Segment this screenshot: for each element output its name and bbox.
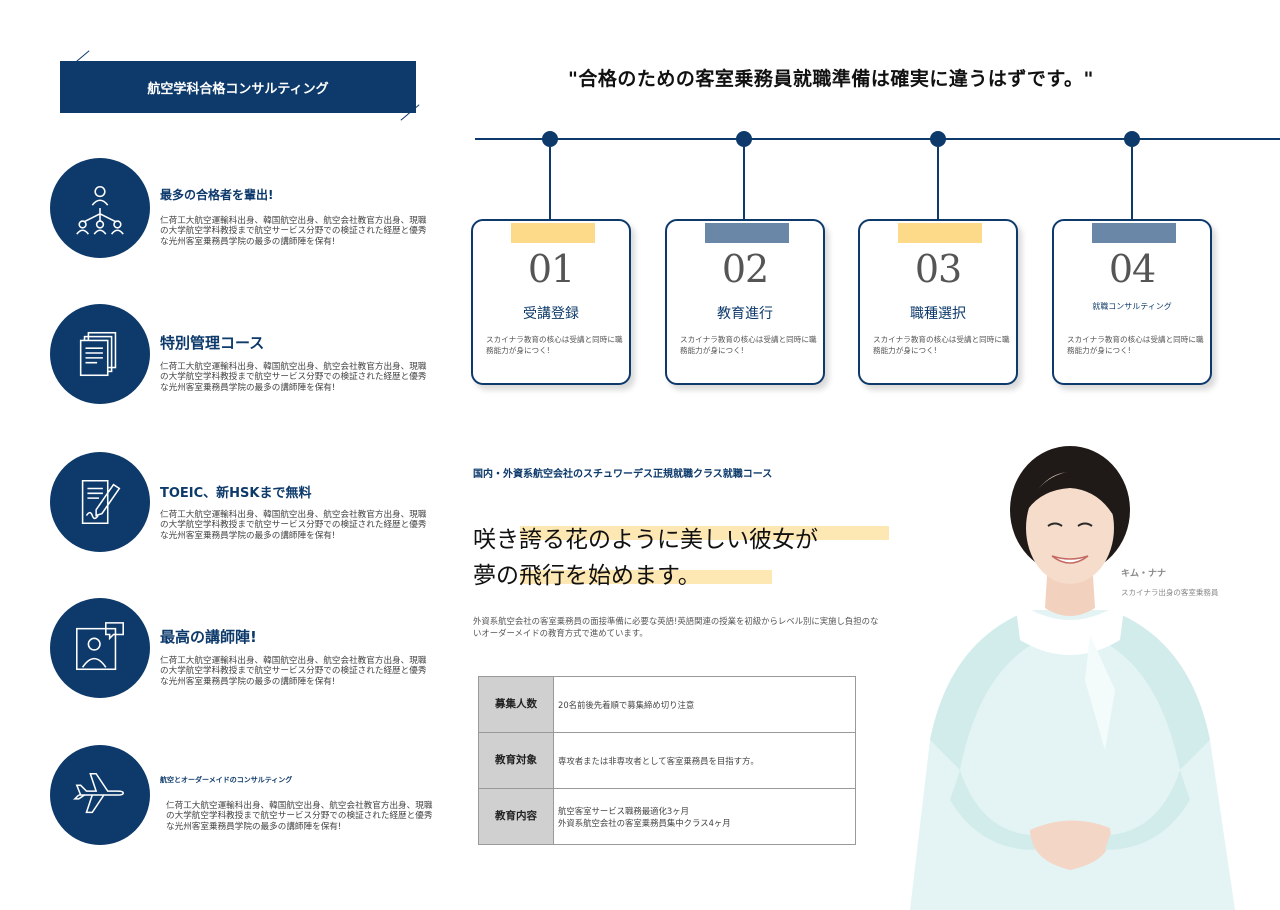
feature-desc: 仁荷工大航空運輸科出身、韓国航空出身、航空会社教官方出身、現職の大学航空学科教授… (160, 656, 427, 687)
table-value-line: 外資系航空会社の客室乗務員集中クラス4ヶ月 (558, 817, 731, 828)
feature-free-exams: TOEIC、新HSKまで無料 仁荷工大航空運輸科出身、韓国航空出身、航空会社教官… (50, 452, 430, 552)
headline-highlight (520, 570, 772, 584)
banner-title: 航空学科合格コンサルティング (60, 61, 416, 113)
headline-highlight (520, 526, 889, 540)
step-desc: スカイナラ教育の核心は受講と同時に職務能力が身につく! (680, 335, 817, 355)
table-value: 専攻者または非専攻者として客室乗務員を目指す方。 (553, 732, 856, 789)
step-card: 01 受講登録 スカイナラ教育の核心は受講と同時に職務能力が身につく! (471, 219, 631, 385)
feature-title: 航空とオーダーメイドのコンサルティング (160, 776, 293, 784)
feature-desc: 仁荷工大航空運輸科出身、韓国航空出身、航空会社教官方出身、現職の大学航空学科教授… (166, 801, 433, 832)
feature-title: 最多の合格者を輩出! (160, 188, 274, 202)
documents-icon (50, 304, 150, 404)
feature-title: 特別管理コース (160, 334, 265, 352)
step-title: 職種選択 (910, 306, 966, 322)
timeline-stem (549, 147, 551, 219)
feature-desc: 仁荷工大航空運輸科出身、韓国航空出身、航空会社教官方出身、現職の大学航空学科教授… (160, 510, 427, 541)
table-label: 募集人数 (478, 676, 554, 733)
profile-role: スカイナラ出身の客室乗務員 (1121, 588, 1219, 597)
timeline-dot (542, 131, 558, 147)
table-value: 航空客室サービス職務最適化3ヶ月 外資系航空会社の客室乗務員集中クラス4ヶ月 (553, 788, 856, 845)
step-tag (1092, 223, 1176, 243)
timeline-line (475, 138, 1280, 140)
profile-name: キム・ナナ (1121, 569, 1167, 579)
feature-title: TOEIC、新HSKまで無料 (160, 486, 312, 501)
step-title: 受講登録 (523, 306, 579, 322)
step-card: 03 職種選択 スカイナラ教育の核心は受講と同時に職務能力が身につく! (858, 219, 1018, 385)
step-card: 02 教育進行 スカイナラ教育の核心は受講と同時に職務能力が身につく! (665, 219, 825, 385)
course-info-table: 募集人数 20名前後先着順で募集締め切り注意 教育対象 専攻者または非専攻者とし… (478, 676, 856, 845)
course-banner: 航空学科合格コンサルティング (50, 50, 426, 122)
course-subtitle: 国内・外資系航空会社のスチュワーデス正規就職クラス就職コース (473, 469, 773, 480)
people-network-icon (50, 158, 150, 258)
step-title: 教育進行 (717, 306, 773, 322)
timeline-dot (736, 131, 752, 147)
feature-consulting: 航空とオーダーメイドのコンサルティング 仁荷工大航空運輸科出身、韓国航空出身、航… (50, 745, 432, 845)
timeline-dot (930, 131, 946, 147)
page-headline: "合格のための客室乗務員就職準備は確実に違うはずです。" (568, 68, 1094, 90)
course-intro: 外資系航空会社の客室乗務員の面接準備に必要な英語!英語関連の授業を初級からレベル… (473, 616, 879, 638)
step-number: 04 (1108, 247, 1156, 291)
step-desc: スカイナラ教育の核心は受講と同時に職務能力が身につく! (486, 335, 623, 355)
feature-desc: 仁荷工大航空運輸科出身、韓国航空出身、航空会社教官方出身、現職の大学航空学科教授… (160, 362, 427, 393)
timeline-stem (937, 147, 939, 219)
timeline-stem (1131, 147, 1133, 219)
timeline-stem (743, 147, 745, 219)
table-label: 教育内容 (478, 788, 554, 845)
step-tag (898, 223, 982, 243)
feature-desc: 仁荷工大航空運輸科出身、韓国航空出身、航空会社教官方出身、現職の大学航空学科教授… (160, 216, 427, 247)
table-value-line: 航空客室サービス職務最適化3ヶ月 (558, 805, 689, 816)
course-headline-line2: 夢の飛行を始めます。 (473, 563, 701, 589)
step-number: 03 (914, 247, 962, 291)
feature-title: 最高の講師陣! (160, 628, 257, 646)
table-value: 20名前後先着順で募集締め切り注意 (553, 676, 856, 733)
feature-most-passers: 最多の合格者を輩出! 仁荷工大航空運輸科出身、韓国航空出身、航空会社教官方出身、… (50, 158, 430, 258)
step-tag (705, 223, 789, 243)
table-row: 募集人数 20名前後先着順で募集締め切り注意 (478, 676, 856, 733)
contract-pen-icon (50, 452, 150, 552)
timeline-dot (1124, 131, 1140, 147)
step-tag (511, 223, 595, 243)
step-card: 04 就職コンサルティング スカイナラ教育の核心は受講と同時に職務能力が身につく… (1052, 219, 1212, 385)
feature-best-lecturers: 最高の講師陣! 仁荷工大航空運輸科出身、韓国航空出身、航空会社教官方出身、現職の… (50, 598, 430, 698)
table-row: 教育対象 専攻者または非専攻者として客室乗務員を目指す方。 (478, 732, 856, 789)
airplane-icon (50, 745, 150, 845)
step-title: 就職コンサルティング (1092, 302, 1172, 311)
feature-special-course: 特別管理コース 仁荷工大航空運輸科出身、韓国航空出身、航空会社教官方出身、現職の… (50, 304, 430, 404)
flight-attendant-photo (910, 446, 1235, 910)
step-desc: スカイナラ教育の核心は受講と同時に職務能力が身につく! (873, 335, 1010, 355)
step-number: 02 (721, 247, 769, 291)
table-row: 教育内容 航空客室サービス職務最適化3ヶ月 外資系航空会社の客室乗務員集中クラス… (478, 788, 856, 845)
lecturer-icon (50, 598, 150, 698)
step-number: 01 (527, 247, 575, 291)
step-desc: スカイナラ教育の核心は受講と同時に職務能力が身につく! (1067, 335, 1204, 355)
course-headline-line1: 咲き誇る花のように美しい彼女が (473, 527, 818, 553)
table-label: 教育対象 (478, 732, 554, 789)
